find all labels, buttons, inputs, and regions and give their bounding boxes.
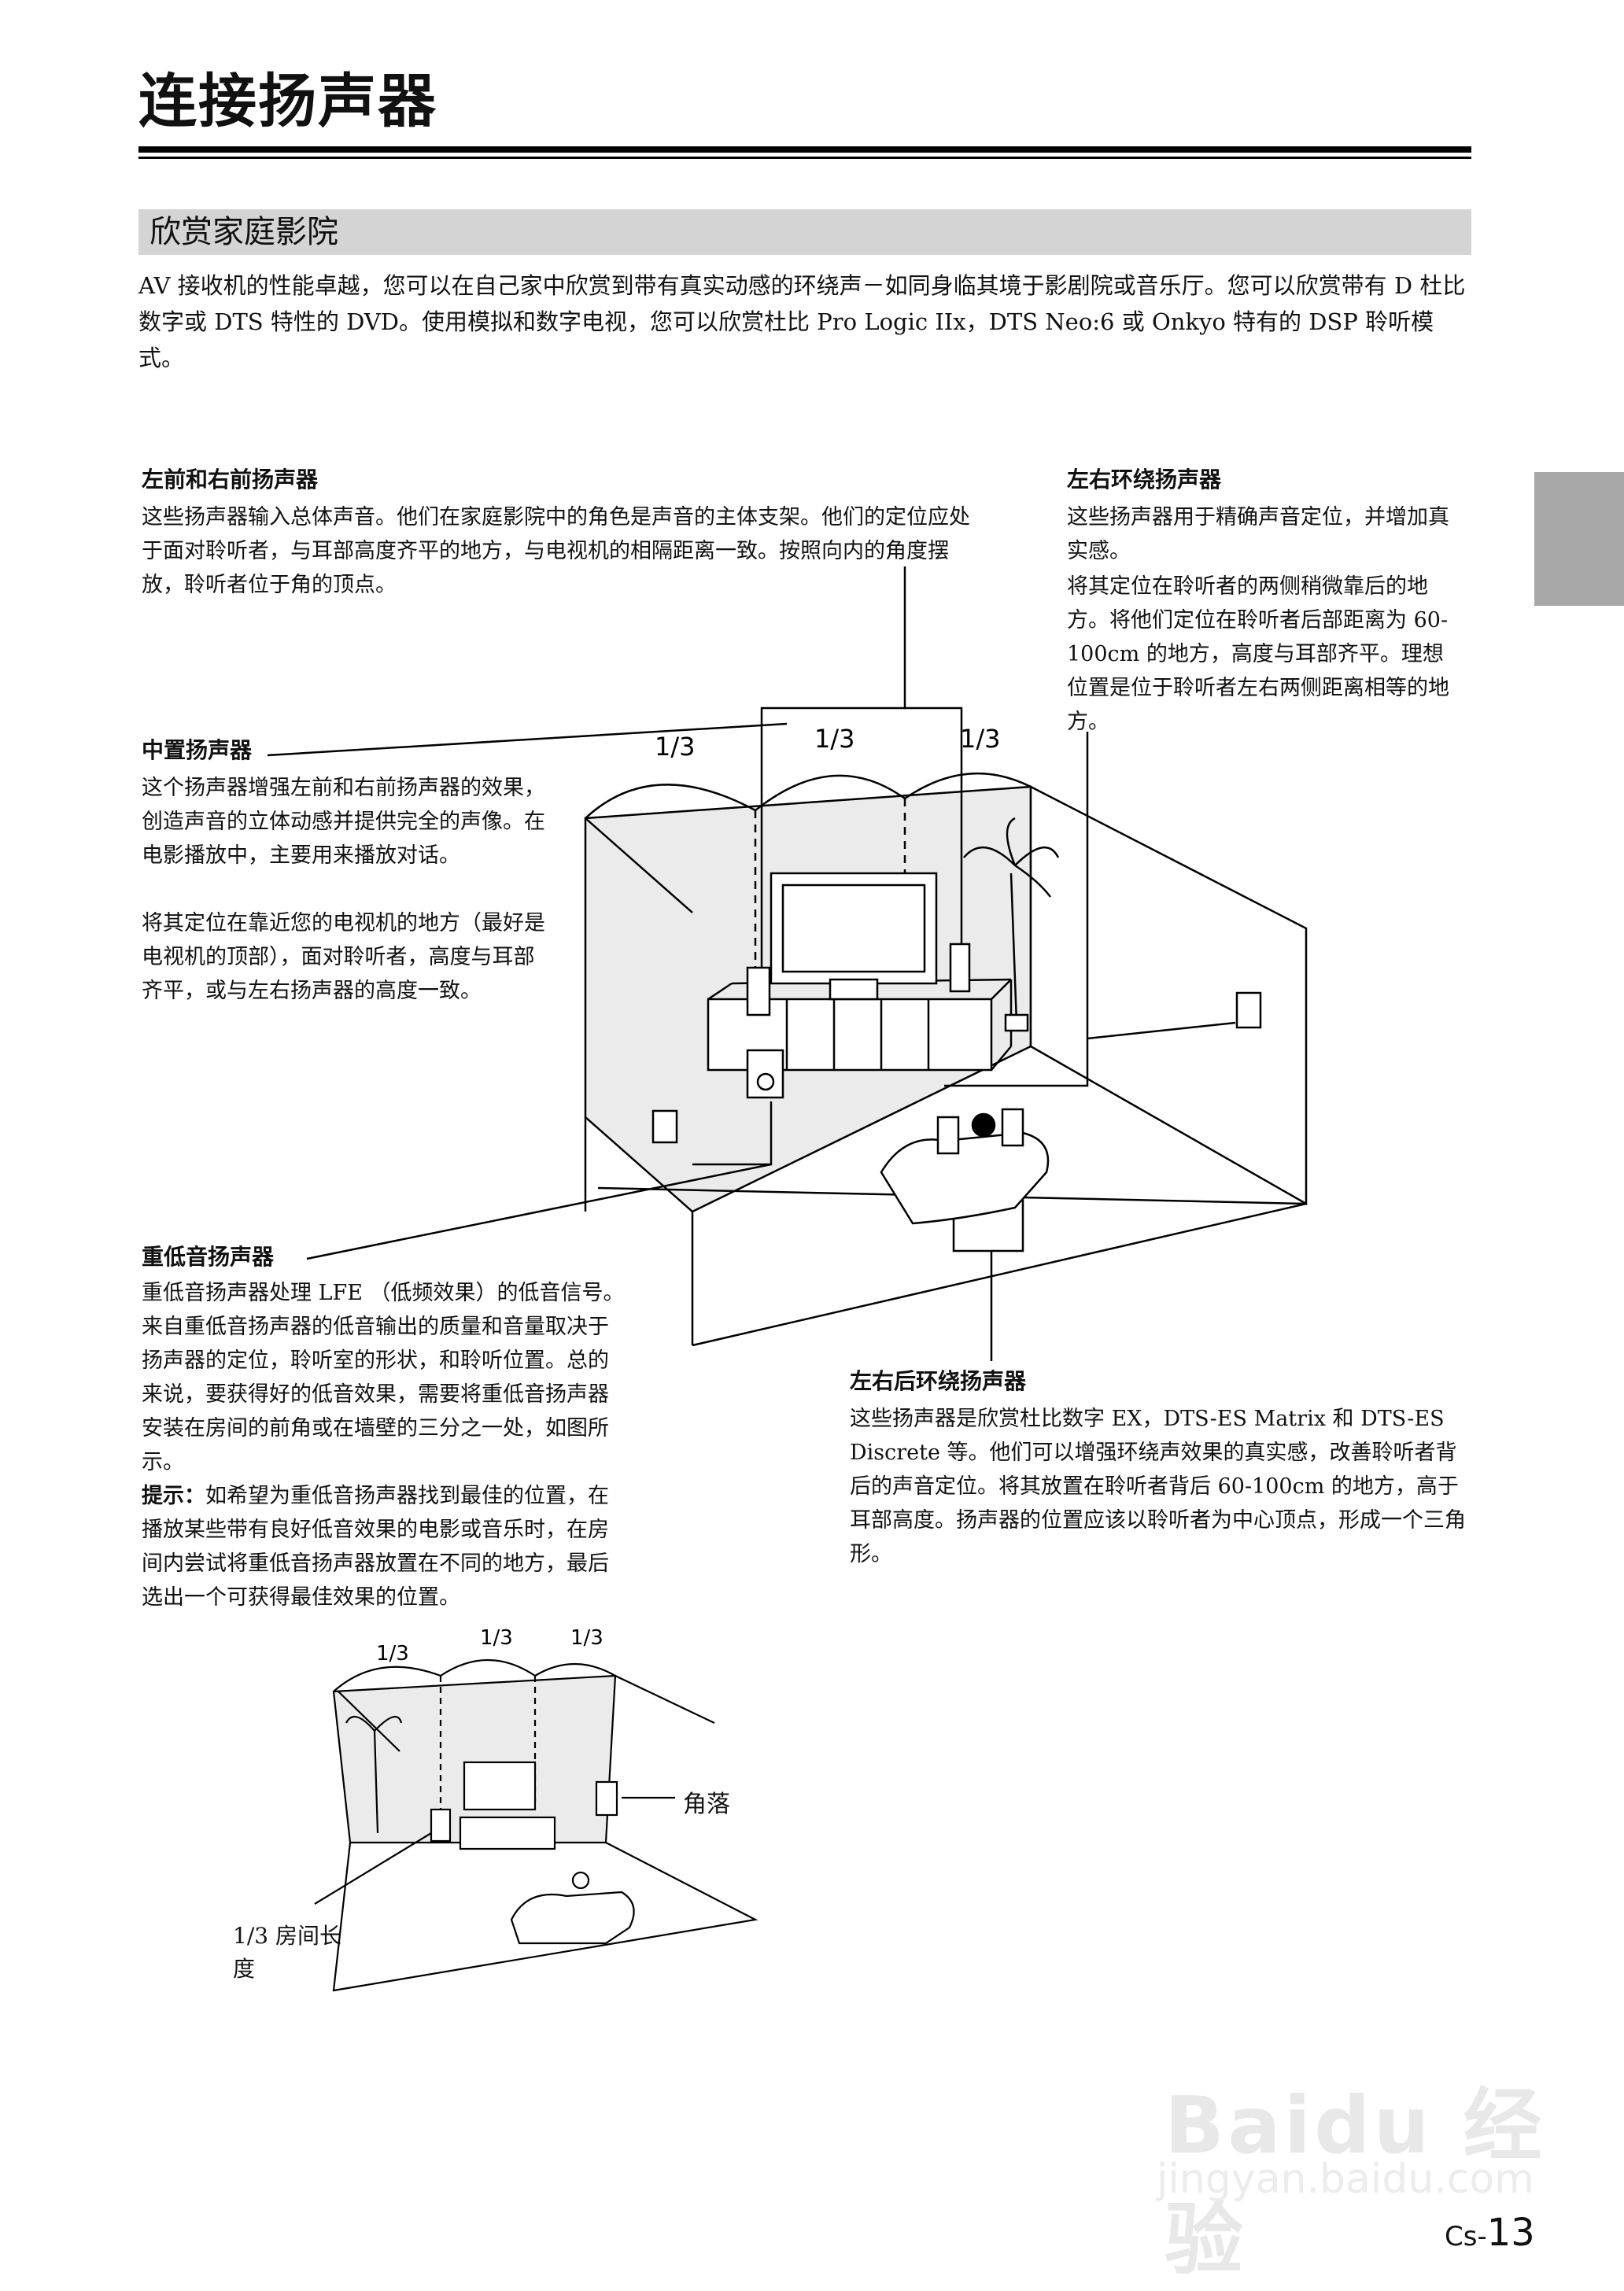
- third-label: 1/3: [655, 732, 696, 762]
- third-leader: [314, 1832, 432, 1905]
- front-speakers-heading: 左前和右前扬声器: [142, 467, 319, 493]
- subwoofer-tip: 提示：如希望为重低音扬声器找到最佳的位置，在播放某些带有良好低音效果的电影或音乐…: [142, 1479, 629, 1614]
- page-number: Cs-13: [1445, 2211, 1535, 2255]
- leader-line: [1087, 1021, 1236, 1040]
- center-speaker-text-2: 将其定位在靠近您的电视机的地方（最好是电视机的顶部），面对聆听者，高度与耳部齐平…: [142, 911, 545, 1003]
- title-rule: [138, 146, 1471, 153]
- cabinet-edge: [707, 982, 733, 1001]
- leader-line: [306, 1163, 772, 1260]
- tv-icon: [770, 872, 938, 985]
- small-third-label: 1/3: [376, 1642, 409, 1666]
- small-room-edge: [615, 1675, 715, 1724]
- rear-surround-text: 这些扬声器是欣赏杜比数字 EX，DTS-ES Matrix 和 DTS-ES D…: [850, 1407, 1466, 1566]
- small-diagonal: [338, 1691, 400, 1752]
- speaker-icon: [1235, 991, 1262, 1029]
- subwoofer-icon: [746, 1049, 784, 1099]
- third-label: 1/3: [960, 724, 1001, 754]
- center-speaker-heading: 中置扬声器: [142, 737, 253, 763]
- listener-icon: [971, 1112, 996, 1138]
- speaker-icon: [936, 1116, 960, 1155]
- title-rule-thin: [138, 157, 1471, 159]
- small-third-arc: [534, 1663, 616, 1677]
- speaker-icon: [949, 943, 971, 993]
- room-edge: [585, 817, 693, 913]
- page-number-prefix: Cs-: [1445, 2221, 1487, 2252]
- center-speaker-text-1: 这个扬声器增强左前和右前扬声器的效果，创造声音的立体动感并提供完全的声像。在电影…: [142, 776, 545, 868]
- small-cabinet: [459, 1816, 556, 1850]
- cabinet-edge: [991, 1046, 1012, 1071]
- page-title: 连接扬声器: [138, 68, 437, 135]
- cabinet-edge: [991, 979, 1012, 1000]
- watermark-logo: Baidu 经验: [1164, 2079, 1545, 2285]
- small-sofa-icon: [510, 1891, 635, 1945]
- small-third-label: 1/3: [570, 1626, 603, 1650]
- third-label: 1/3: [814, 724, 855, 754]
- right-wall: [1029, 784, 1308, 1206]
- small-third-arc: [440, 1658, 536, 1677]
- palm-plant-icon: [963, 817, 1060, 1032]
- sofa-icon: [880, 1131, 1050, 1225]
- leader-line: [760, 566, 906, 976]
- subwoofer-text: 重低音扬声器处理 LFE （低频效果）的低音信号。 来自重低音扬声器的低音输出的…: [142, 1281, 625, 1474]
- small-third-arc: [333, 1666, 441, 1692]
- small-listener-icon: [571, 1871, 590, 1890]
- speaker-icon: [1001, 1108, 1024, 1147]
- speaker-icon: [651, 1109, 678, 1144]
- subwoofer-icon: [595, 1780, 618, 1817]
- room-edge: [692, 1202, 1307, 1347]
- surround-speakers-text-2: 将其定位在聆听者的两侧稍微靠后的地方。将他们定位在聆听者后部距离为 60-100…: [1067, 574, 1449, 734]
- small-third-label: 1/3: [480, 1626, 513, 1650]
- leader-line: [905, 706, 963, 976]
- small-palm-trunk: [373, 1730, 379, 1834]
- subwoofer-icon: [430, 1808, 452, 1843]
- front-speakers-text: 这些扬声器输入总体声音。他们在家庭影院中的角色是声音的主体支架。他们的定位应处于…: [142, 505, 970, 597]
- intro-paragraph: AV 接收机的性能卓越，您可以在自己家中欣赏到带有真实动感的环绕声－如同身临其境…: [138, 272, 1466, 371]
- small-palm-leaves: [345, 1715, 403, 1732]
- third-arc: [904, 772, 1032, 800]
- section-title: 欣赏家庭影院: [149, 214, 338, 250]
- page-number-value: 13: [1486, 2211, 1535, 2255]
- side-tab-marker: [1534, 472, 1624, 606]
- small-floor: [332, 1842, 758, 1992]
- section-bar: [138, 209, 1471, 255]
- corner-label: 角落: [683, 1791, 730, 1818]
- leader-line: [944, 732, 1089, 1087]
- tip-label: 提示：: [142, 1484, 205, 1508]
- subwoofer-heading: 重低音扬声器: [142, 1244, 275, 1270]
- rear-surround-heading: 左右后环绕扬声器: [850, 1368, 1027, 1394]
- third-arc: [585, 784, 756, 819]
- tip-text: 如希望为重低音扬声器找到最佳的位置，在播放某些带有良好低音效果的电影或音乐时，在…: [142, 1484, 609, 1610]
- room-third-label: 1/3 房间长度: [233, 1923, 341, 1982]
- leader-line: [267, 722, 788, 757]
- surround-speakers-text-1: 这些扬声器用于精确声音定位，并增加真实感。: [1067, 505, 1449, 563]
- speaker-icon: [746, 966, 771, 1016]
- surround-speakers-heading: 左右环绕扬声器: [1067, 467, 1222, 493]
- small-tv: [463, 1761, 537, 1811]
- watermark-url: jingyan.baidu.com: [1157, 2156, 1534, 2203]
- speaker-icon: [829, 978, 879, 1001]
- third-arc: [755, 774, 906, 811]
